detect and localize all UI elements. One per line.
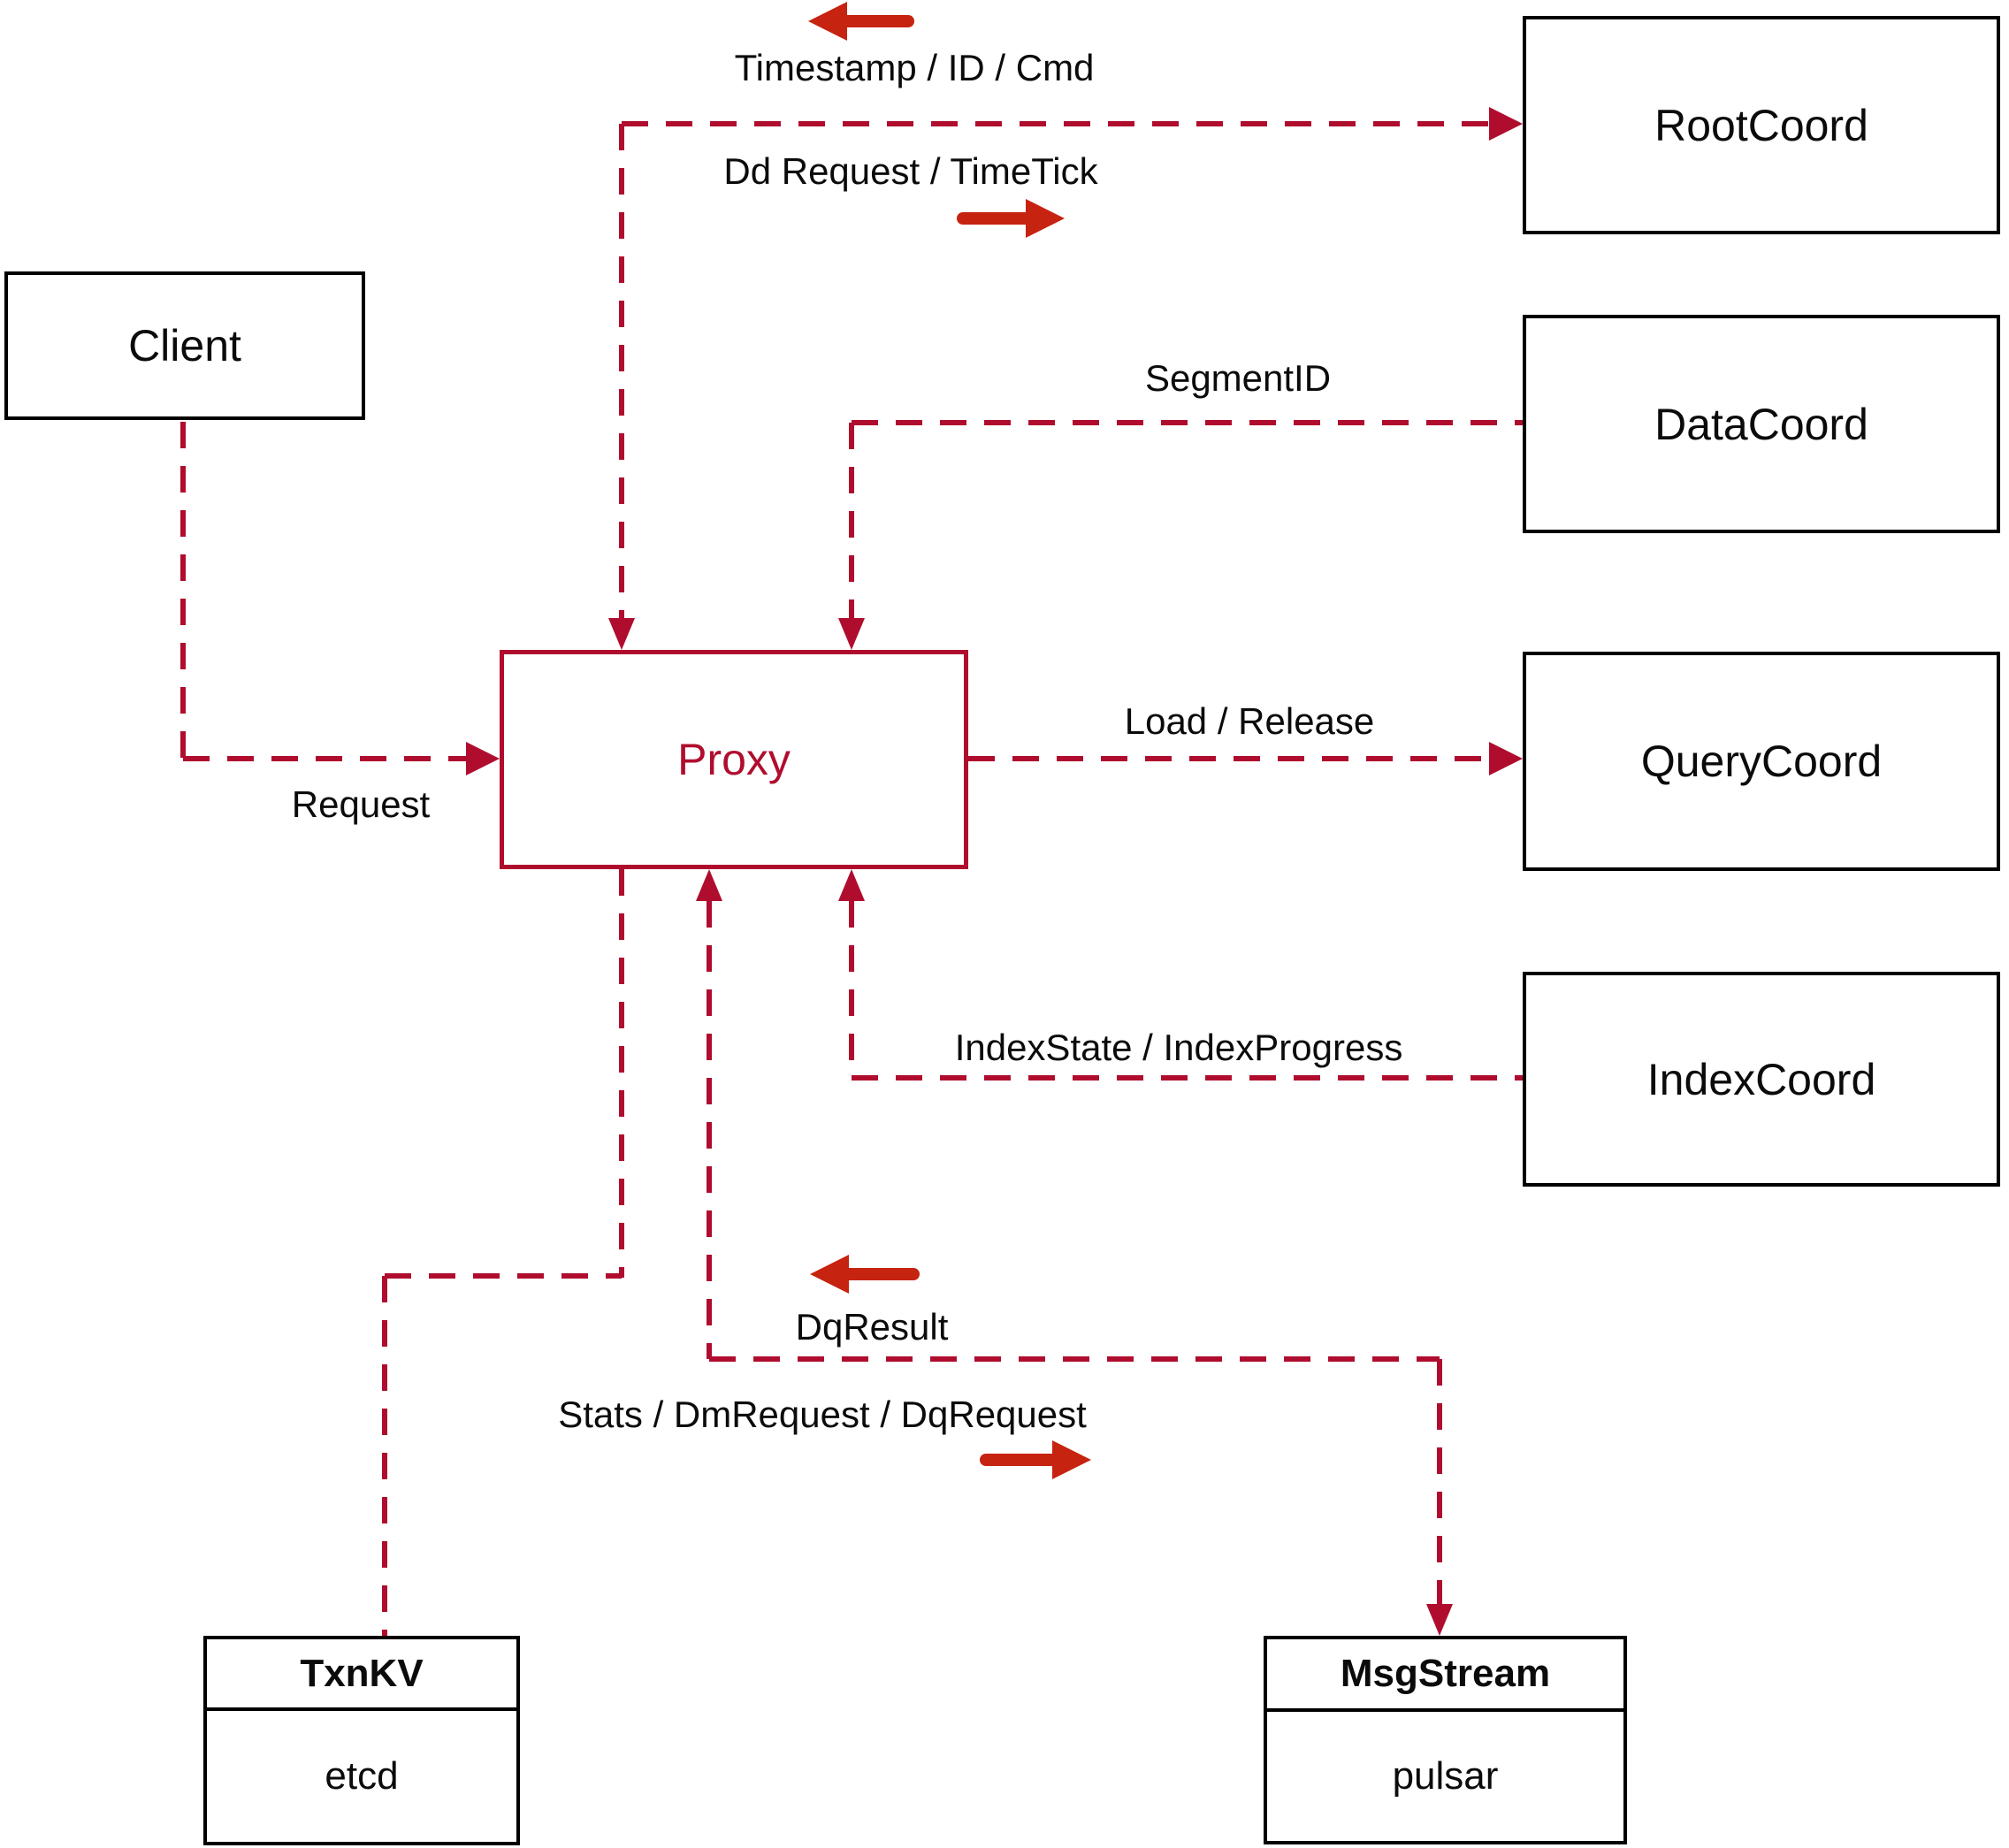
arrowhead-into-proxy-left xyxy=(466,742,500,775)
direction-arrow-stats-icon xyxy=(1052,1440,1091,1479)
direction-arrow-left-shaft xyxy=(840,15,914,27)
arrowhead-into-proxy-bottom-right xyxy=(838,869,865,901)
node-txnkv-impl: etcd xyxy=(325,1754,399,1798)
node-client-label: Client xyxy=(128,321,241,370)
edge-client-proxy-horizontal xyxy=(183,756,468,761)
edge-datacoord-proxy-vertical xyxy=(849,423,854,618)
edge-label-dqresult: DqResult xyxy=(795,1306,949,1348)
edge-label-load-release: Load / Release xyxy=(1124,700,1375,742)
edge-label-segmentid: SegmentID xyxy=(1144,357,1332,399)
edge-proxy-rootcoord-horizontal xyxy=(622,121,1490,126)
node-datacoord-label: DataCoord xyxy=(1654,399,1868,449)
direction-arrow-right-shaft xyxy=(957,212,1031,225)
edge-proxy-msgstream-horizontal xyxy=(709,1356,1440,1362)
edge-label-timestamp-id-cmd: Timestamp / ID / Cmd xyxy=(734,47,1095,88)
node-msgstream-title: MsgStream xyxy=(1267,1639,1623,1712)
edge-proxy-txnkv-horizontal xyxy=(385,1273,622,1279)
arrowhead-into-proxy-bottom-left xyxy=(696,869,722,901)
edge-indexcoord-proxy-vertical xyxy=(849,901,854,1078)
arrowhead-into-msgstream xyxy=(1426,1604,1453,1636)
node-txnkv: TxnKV etcd xyxy=(203,1636,520,1845)
edge-client-proxy-vertical xyxy=(180,422,186,758)
edge-proxy-rootcoord-vertical xyxy=(619,124,624,618)
node-msgstream: MsgStream pulsar xyxy=(1264,1636,1627,1844)
node-msgstream-impl: pulsar xyxy=(1392,1754,1499,1798)
arrowhead-into-proxy-top-left xyxy=(608,618,635,650)
edge-proxy-txnkv-vertical-1 xyxy=(619,869,624,1278)
node-indexcoord: IndexCoord xyxy=(1523,972,2000,1187)
node-client: Client xyxy=(4,271,365,420)
edge-proxy-msgstream-vertical-2 xyxy=(1437,1359,1442,1604)
node-querycoord: QueryCoord xyxy=(1523,652,2000,871)
edge-proxy-txnkv-vertical-2 xyxy=(382,1276,387,1636)
edge-datacoord-proxy-horizontal xyxy=(852,420,1523,425)
node-proxy-label: Proxy xyxy=(677,735,791,784)
direction-arrow-right-icon xyxy=(1026,199,1065,238)
node-txnkv-title: TxnKV xyxy=(207,1639,516,1711)
edge-proxy-msgstream-vertical-1 xyxy=(707,901,712,1359)
node-proxy: Proxy xyxy=(500,650,968,869)
edge-label-request: Request xyxy=(291,783,431,825)
direction-arrow-stats-shaft xyxy=(980,1454,1058,1466)
node-rootcoord: RootCoord xyxy=(1523,16,2000,234)
node-datacoord: DataCoord xyxy=(1523,315,2000,533)
arrowhead-into-proxy-top-right xyxy=(838,618,865,650)
edge-label-stats-dm-dq: Stats / DmRequest / DqRequest xyxy=(558,1394,1087,1435)
arrowhead-into-rootcoord xyxy=(1489,107,1523,141)
arrowhead-into-querycoord xyxy=(1489,742,1523,775)
edge-label-dd-request-timetick: Dd Request / TimeTick xyxy=(723,150,1098,192)
edge-indexcoord-proxy-horizontal xyxy=(852,1075,1523,1081)
node-rootcoord-label: RootCoord xyxy=(1654,100,1868,150)
node-indexcoord-label: IndexCoord xyxy=(1646,1054,1876,1104)
direction-arrow-dqresult-shaft xyxy=(842,1268,920,1280)
edge-label-indexstate: IndexState / IndexProgress xyxy=(954,1027,1403,1068)
node-querycoord-label: QueryCoord xyxy=(1640,737,1883,786)
edge-proxy-querycoord-horizontal xyxy=(968,756,1490,761)
